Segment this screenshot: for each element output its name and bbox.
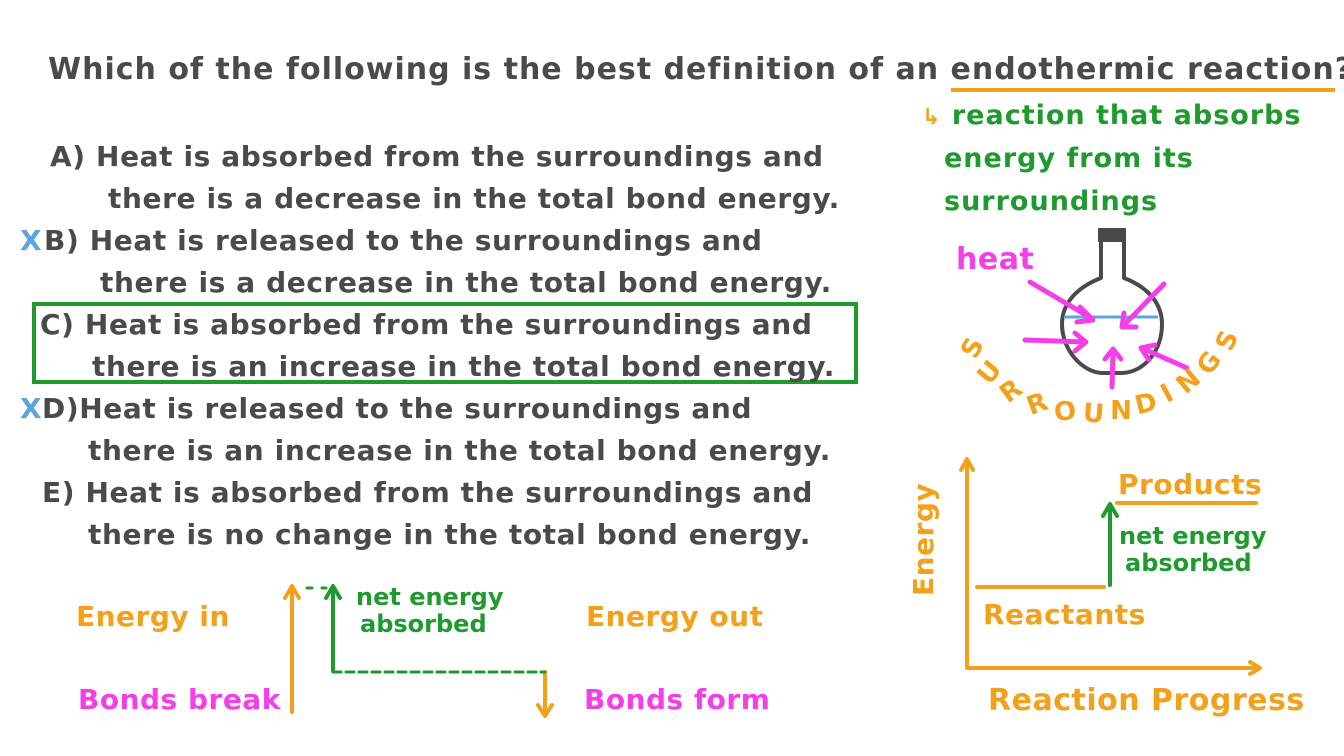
option-line-1: Heat is absorbed from the surroundings a…	[96, 140, 824, 173]
bonds-break-label: Bonds break	[78, 683, 281, 716]
option-letter: A)	[50, 140, 86, 173]
bond-net-energy-label: net energy absorbed	[356, 584, 504, 638]
option-letter: C)	[40, 308, 75, 341]
arrow-up-icon	[283, 584, 301, 600]
net-energy-line-1: net energy	[1119, 522, 1267, 550]
option-line-1: Heat is absorbed from the surroundings a…	[84, 308, 813, 341]
option-b[interactable]: B) Heat is released to the surroundings …	[44, 220, 832, 304]
energy-out-label: Energy out	[586, 600, 764, 633]
option-letter: B)	[44, 224, 80, 257]
heat-label: heat	[956, 242, 1035, 277]
energy-in-label: Energy in	[76, 600, 230, 633]
option-letter: E)	[42, 476, 76, 509]
term-endothermic-reaction: endothermic reaction	[950, 52, 1335, 92]
net-energy-line-2: absorbed	[360, 610, 487, 638]
definition-note: ↳ reaction that absorbs	[922, 94, 1302, 139]
question-text: Which of the following is the best defin…	[48, 52, 1344, 92]
option-line-2: there is a decrease in the total bond en…	[108, 182, 840, 215]
option-e[interactable]: E) Heat is absorbed from the surrounding…	[42, 472, 813, 556]
hook-arrow-icon: ↳	[922, 105, 942, 130]
net-energy-line-2: absorbed	[1125, 549, 1252, 577]
option-line-1: Heat is released to the surroundings and	[89, 224, 763, 257]
question-prefix: Which of the following is the best defin…	[48, 52, 951, 87]
option-c[interactable]: C) Heat is absorbed from the surrounding…	[40, 304, 835, 388]
option-line-1: Heat is absorbed from the surroundings a…	[85, 476, 814, 509]
svg-text:U: U	[1082, 398, 1105, 429]
option-d[interactable]: D)Heat is released to the surroundings a…	[42, 388, 831, 472]
option-line-2: there is an increase in the total bond e…	[92, 350, 835, 383]
heat-arrows	[1022, 279, 1190, 390]
definition-line-2: energy from its	[944, 143, 1194, 174]
products-label: Products	[1118, 468, 1263, 501]
y-axis-arrow-icon	[959, 457, 975, 472]
question-suffix: ?	[1335, 52, 1344, 87]
option-line-2: there is a decrease in the total bond en…	[100, 266, 832, 299]
reactants-label: Reactants	[983, 598, 1146, 631]
net-energy-label: net energy absorbed	[1119, 523, 1267, 577]
arrow-down-icon	[536, 703, 554, 718]
svg-text:O: O	[1053, 396, 1078, 428]
definition-line-3: surroundings	[944, 186, 1159, 217]
bonds-form-label: Bonds form	[584, 683, 771, 716]
option-letter: D)	[42, 392, 80, 425]
net-energy-line-1: net energy	[356, 583, 504, 611]
option-line-1: Heat is released to the surroundings and	[79, 392, 753, 425]
correct-answer-highlight-box	[32, 302, 858, 384]
arrow-up-icon	[1101, 502, 1119, 518]
definition-line-1: reaction that absorbs	[951, 100, 1302, 131]
option-line-2: there is no change in the total bond ene…	[88, 518, 811, 551]
option-line-2: there is an increase in the total bond e…	[88, 434, 831, 467]
x-axis-arrow-icon	[1248, 660, 1262, 676]
cross-mark-icon: X	[20, 224, 43, 257]
svg-text:N: N	[1110, 396, 1132, 426]
arrow-up-icon	[324, 584, 342, 600]
cross-mark-icon: X	[20, 392, 43, 425]
x-axis-label: Reaction Progress	[988, 683, 1305, 718]
option-a[interactable]: A) Heat is absorbed from the surrounding…	[50, 136, 840, 220]
